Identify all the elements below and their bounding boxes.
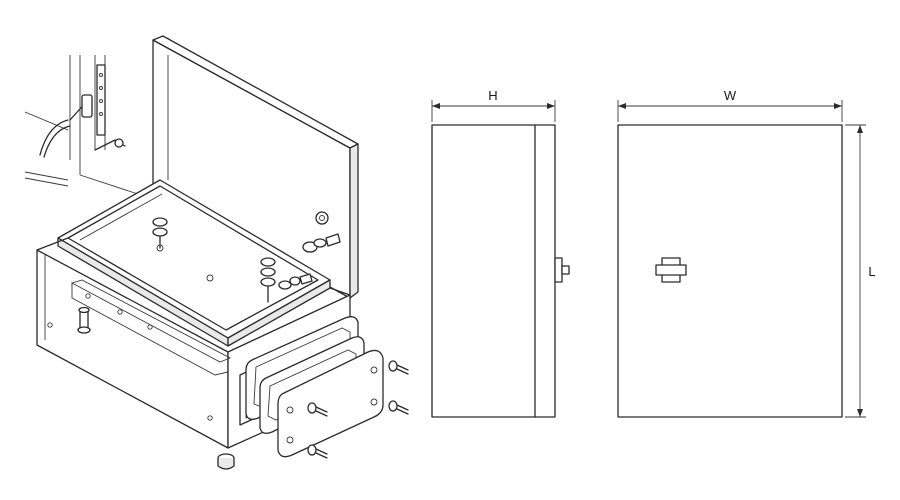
dimension-label-h: H bbox=[488, 88, 497, 103]
isometric-exploded-view bbox=[24, 35, 409, 470]
screw-icon bbox=[388, 400, 409, 415]
dimension-l: L bbox=[845, 124, 876, 418]
side-view: H bbox=[431, 88, 570, 418]
dimension-label-w: W bbox=[724, 88, 737, 103]
mounting-rail-detail bbox=[24, 55, 151, 199]
front-view: W L bbox=[617, 88, 876, 418]
standoff-bolt-icon bbox=[152, 217, 168, 249]
side-latch-icon bbox=[554, 257, 563, 283]
dimension-h: H bbox=[431, 88, 556, 122]
screw-icon bbox=[388, 360, 409, 375]
standoff-bolt-icon bbox=[260, 257, 276, 303]
enclosure-foot-icon bbox=[217, 453, 235, 470]
exploded-gasket-frames bbox=[245, 316, 384, 458]
screw-icon bbox=[307, 444, 328, 459]
lid-bolt-icon bbox=[302, 233, 341, 253]
screw-icon bbox=[307, 402, 328, 417]
tray-bolt-icon bbox=[278, 273, 313, 290]
dimension-label-l: L bbox=[868, 264, 875, 279]
mounting-tray bbox=[57, 179, 331, 347]
front-latch-icon bbox=[655, 257, 687, 283]
dimension-w: W bbox=[617, 88, 843, 122]
guide-pin-icon bbox=[77, 306, 91, 334]
